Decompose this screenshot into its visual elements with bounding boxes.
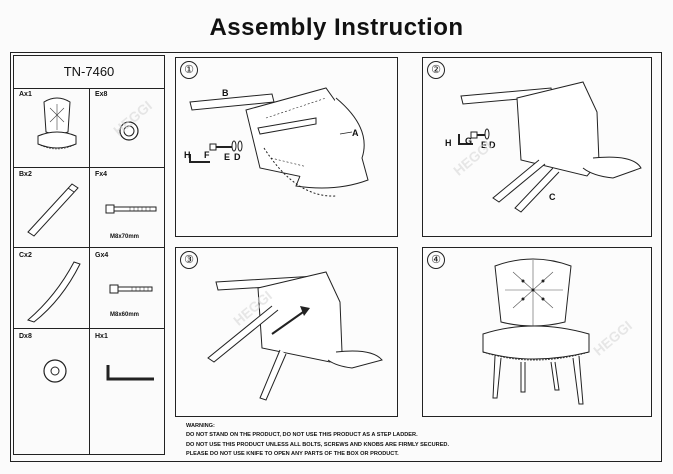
callout-g: G xyxy=(465,136,473,146)
page-title: Assembly Instruction xyxy=(209,14,464,41)
spring-washer-part-icon xyxy=(43,359,67,383)
warning-block: WARNING: DO NOT STAND ON THE PRODUCT, DO… xyxy=(186,422,449,459)
callout-a: A xyxy=(352,128,359,138)
callout-f: F xyxy=(204,150,210,160)
callout-d: D xyxy=(234,152,241,162)
callout-h: H xyxy=(445,138,452,148)
allen-key-part-icon xyxy=(106,365,154,381)
bolt-f-spec: M8x70mm xyxy=(110,234,140,240)
callout-d: D xyxy=(489,140,496,150)
part-label-d: Dx8 xyxy=(19,333,32,340)
part-label-a: Ax1 xyxy=(19,91,32,98)
part-label-f: Fx4 xyxy=(95,171,108,178)
step-1-number: ① xyxy=(180,61,198,79)
chair-seat-part-icon xyxy=(37,97,77,150)
step-2-panel: ② H G E D C xyxy=(422,57,652,237)
bolt-60mm-icon xyxy=(109,284,153,294)
step-3-diagram xyxy=(207,271,383,401)
step-1-panel: ① B A H F E D xyxy=(175,57,398,237)
warning-heading: WARNING: xyxy=(186,423,215,429)
step-4-number: ④ xyxy=(427,251,445,269)
bolt-g-spec: M8x60mm xyxy=(110,312,140,318)
part-label-h: Hx1 xyxy=(95,333,108,340)
part-label-b: Bx2 xyxy=(19,171,32,178)
step-1-diagram xyxy=(189,87,369,197)
instruction-frame xyxy=(10,52,662,462)
bolt-70mm-icon xyxy=(105,204,157,214)
back-leg-part-icon xyxy=(27,261,81,323)
washer-part-icon xyxy=(119,121,139,141)
callout-c: C xyxy=(549,192,556,202)
step-3-number: ③ xyxy=(180,251,198,269)
part-label-e: Ex8 xyxy=(95,91,108,98)
model-number: TN-7460 xyxy=(14,56,164,89)
step-2-diagram xyxy=(458,81,642,213)
warning-line-3: PLEASE DO NOT USE KNIFE TO OPEN ANY PART… xyxy=(186,450,399,457)
part-label-g: Gx4 xyxy=(95,252,109,259)
step-4-diagram xyxy=(482,258,590,405)
step-3-panel: ③ xyxy=(175,247,398,417)
callout-e: E xyxy=(481,140,488,150)
callout-e: E xyxy=(224,152,231,162)
warning-line-1: DO NOT STAND ON THE PRODUCT, DO NOT USE … xyxy=(186,432,418,439)
parts-table: TN-7460 Ax1 Ex8 Bx2 Fx4 M8x70mm Cx2 Gx4 … xyxy=(13,55,165,455)
step-2-number: ② xyxy=(427,61,445,79)
callout-b: B xyxy=(222,88,229,98)
callout-h: H xyxy=(184,150,191,160)
part-label-c: Cx2 xyxy=(19,252,32,259)
step-4-panel: ④ xyxy=(422,247,652,417)
warning-line-2: DO NOT USE THIS PRODUCT UNLESS ALL BOLTS… xyxy=(186,441,450,448)
front-leg-part-icon xyxy=(27,183,79,237)
